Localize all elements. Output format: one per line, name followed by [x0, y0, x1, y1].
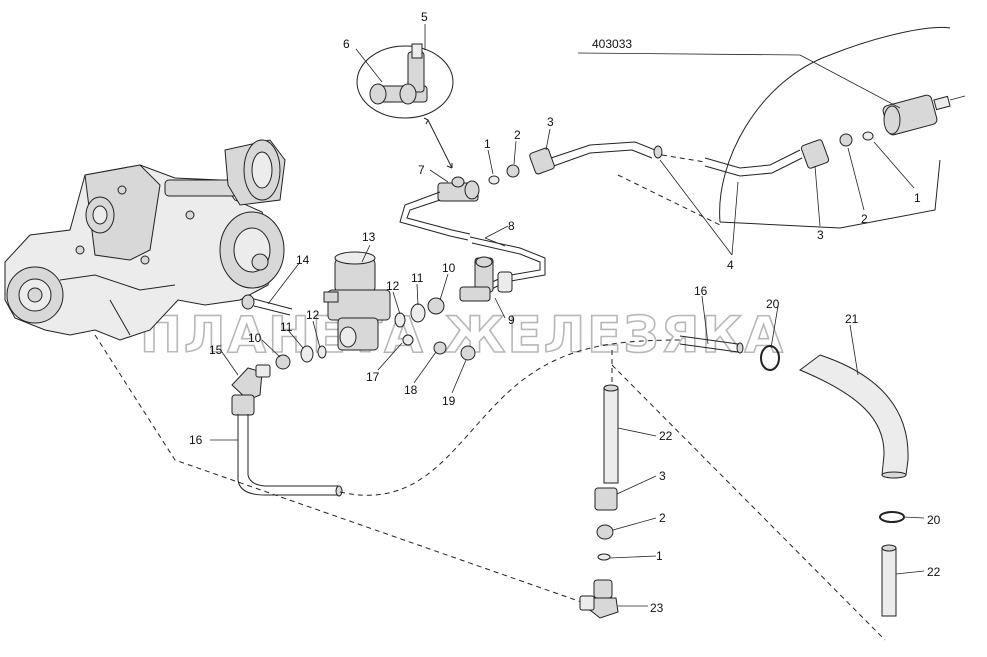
washer-1-right — [862, 131, 874, 141]
washer-1-lower — [597, 553, 611, 561]
label-22-right: 22 — [927, 565, 941, 579]
connection-line-5 — [617, 174, 721, 226]
label-3-upper-right: 3 — [817, 228, 824, 242]
pipe-4 — [544, 141, 803, 177]
label-15: 15 — [209, 343, 223, 357]
label-1-lower: 1 — [656, 549, 663, 563]
label-12-right: 12 — [386, 279, 400, 293]
label-1-upper-left: 1 — [484, 137, 491, 151]
washer-1-left — [488, 175, 500, 185]
hose-16-lower — [237, 414, 343, 497]
washer-11-right — [410, 303, 426, 323]
label-11-right: 11 — [411, 271, 424, 285]
nut-10-right — [427, 297, 445, 315]
label-5: 5 — [421, 10, 428, 24]
transfer-case-illustration — [4, 139, 286, 341]
connection-line-1 — [339, 339, 681, 496]
leader-lines — [210, 24, 925, 607]
label-2-lower: 2 — [659, 511, 666, 525]
hose-21 — [799, 354, 909, 479]
nut-3-lower — [594, 487, 618, 511]
washer-12-right — [394, 312, 406, 328]
nut-3-upper-right — [800, 139, 830, 169]
nut-10-left — [275, 354, 291, 370]
label-18: 18 — [404, 383, 418, 397]
nut-3-upper-left — [529, 147, 555, 175]
olive-2-left — [506, 164, 520, 178]
label-14: 14 — [296, 253, 310, 267]
label-3-lower: 3 — [659, 469, 666, 483]
label-22-center: 22 — [659, 429, 673, 443]
label-6: 6 — [343, 37, 350, 51]
label-20-upper: 20 — [766, 297, 780, 311]
label-10-right: 10 — [442, 261, 456, 275]
elbow-fitting-23 — [579, 579, 619, 619]
connection-line-2 — [611, 364, 886, 641]
olive-2-right — [839, 133, 853, 147]
label-19: 19 — [442, 394, 456, 408]
label-2-upper-left: 2 — [514, 128, 521, 142]
elbow-fitting-9 — [459, 256, 513, 302]
label-9: 9 — [508, 313, 515, 327]
tube-22-right — [881, 544, 897, 617]
label-13: 13 — [362, 230, 376, 244]
label-16-upper: 16 — [694, 284, 708, 298]
washer-11-left — [300, 345, 314, 363]
label-11-left: 11 — [280, 320, 293, 334]
hose-16-upper — [679, 335, 744, 354]
label-10-left: 10 — [248, 331, 262, 345]
part-number-label: 403033 — [592, 37, 632, 51]
olive-2-lower — [596, 524, 614, 540]
nut-18 — [433, 341, 447, 355]
washer-17 — [402, 334, 414, 346]
tee-fitting-7 — [437, 176, 480, 202]
label-23: 23 — [650, 601, 664, 615]
valve-13 — [323, 251, 391, 351]
tee-fitting-detail — [356, 43, 454, 169]
clamp-20-lower — [879, 511, 905, 523]
label-12-left: 12 — [306, 308, 320, 322]
washer-12-left — [317, 345, 327, 359]
connection-line-3 — [94, 334, 591, 606]
label-1-upper-right: 1 — [914, 191, 921, 205]
elbow-fitting-15 — [231, 364, 271, 416]
clamp-20-upper — [760, 345, 780, 371]
label-2-upper-right: 2 — [861, 212, 868, 226]
label-16-lower: 16 — [189, 433, 203, 447]
bolt-14 — [241, 294, 293, 316]
nut-19 — [460, 345, 476, 361]
label-7: 7 — [418, 163, 425, 177]
label-3-upper-left: 3 — [547, 115, 554, 129]
fitting-403033 — [577, 27, 966, 229]
label-8: 8 — [508, 219, 515, 233]
label-20-lower: 20 — [927, 513, 941, 527]
label-4: 4 — [727, 258, 734, 272]
tube-22-center — [603, 384, 619, 484]
label-21: 21 — [845, 312, 859, 326]
label-17: 17 — [366, 370, 380, 384]
